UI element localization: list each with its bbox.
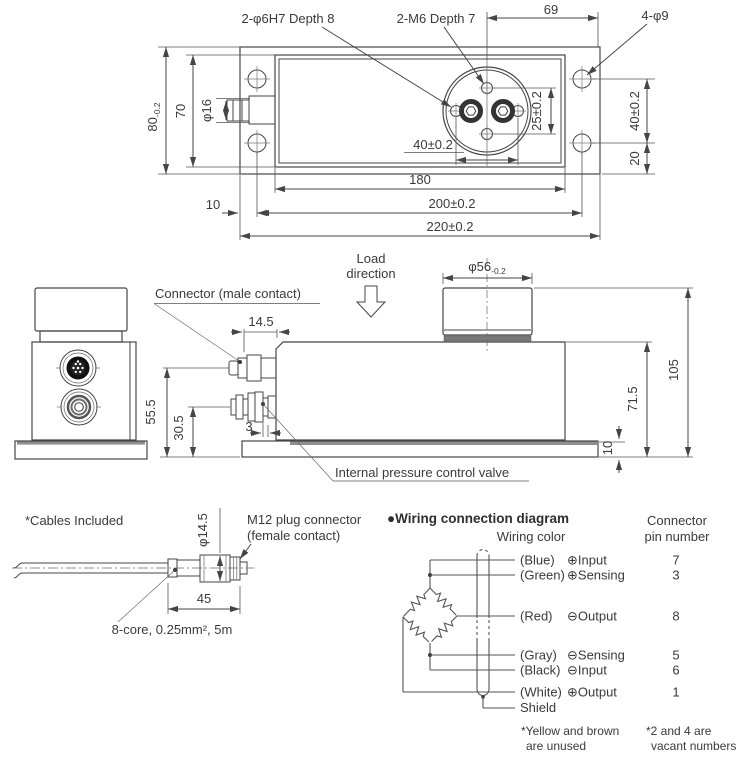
dim-10: 10 [206, 197, 220, 212]
note-unused-line1: *Yellow and brown [521, 724, 619, 738]
dim-40-holes: 40±0.2 [413, 137, 453, 152]
base-plate-side [241, 440, 599, 458]
wire-color: (Black) [520, 663, 560, 678]
dim-10-base: 10 [600, 441, 615, 455]
connector-stub-top [226, 95, 276, 125]
label-pressure-valve: Internal pressure control valve [335, 465, 509, 480]
wire-signal: ⊖Output [567, 609, 617, 624]
dim-40-right: 40±0.2 [627, 91, 642, 131]
wire-color: (Red) [520, 609, 553, 624]
dim-105: 105 [666, 359, 681, 381]
front-view [14, 287, 148, 460]
load-button-circle [442, 58, 532, 166]
dim-phi14-5: φ14.5 [195, 513, 210, 547]
label-tap-holes: 2-M6 Depth 7 [397, 11, 476, 26]
label-m12-plug-line2: (female contact) [247, 528, 340, 543]
dim-phi56: φ56-0.2 [468, 259, 506, 276]
wiring-row: (Gray) ⊖Sensing 5 [520, 648, 680, 663]
dim-30-5: 30.5 [171, 415, 186, 440]
plug-connector [167, 554, 248, 583]
wire-signal: ⊕Input [567, 553, 607, 568]
label-cables-included: *Cables Included [25, 513, 123, 528]
bridge-circuit [402, 587, 458, 643]
wire-signal: ⊕Output [567, 685, 617, 700]
front-valve-icon [57, 388, 101, 426]
dim-25: 25±0.2 [529, 91, 544, 131]
wire-pin: 1 [672, 685, 679, 700]
wire-pin: 7 [672, 553, 679, 568]
label-connector-male: Connector (male contact) [155, 286, 301, 301]
cable-section: *Cables Included φ14.5 45 M12 plug conne… [12, 508, 362, 637]
wire-pin: 6 [672, 663, 679, 678]
wire-signal: ⊖Sensing [567, 648, 625, 663]
col-header-pin-line1: Connector [647, 513, 708, 528]
dim-220: 220±0.2 [427, 219, 474, 234]
note-vacant-line1: *2 and 4 are [646, 724, 712, 738]
wiring-row: (White) ⊕Output 1 [520, 685, 680, 700]
socket-bolt [491, 99, 515, 123]
wiring-row: (Green) ⊕Sensing 3 [520, 568, 680, 583]
note-unused-line2: are unused [526, 739, 586, 753]
wiring-row: (Red) ⊖Output 8 [520, 609, 680, 624]
wire-color: (White) [520, 685, 562, 700]
dim-45: 45 [197, 591, 211, 606]
cable-shield-tube [476, 548, 515, 709]
top-view: φ16 25±0.2 40±0.2 [145, 2, 669, 240]
label-corner-holes: 4-φ9 [641, 8, 668, 23]
note-vacant-line2: vacant numbers [651, 739, 736, 753]
dim-69: 69 [544, 2, 558, 17]
pressure-valve-stub [230, 391, 277, 423]
label-cable-spec: 8-core, 0.25mm², 5m [112, 622, 233, 637]
front-connector-icon [56, 349, 100, 387]
dim-14-5: 14.5 [248, 314, 273, 329]
wire-pin: 5 [672, 648, 679, 663]
dim-180: 180 [409, 172, 431, 187]
wiring-lines [402, 559, 515, 693]
wire-pin: 8 [672, 609, 679, 624]
dim-71-5: 71.5 [625, 386, 640, 411]
label-m12-plug-line1: M12 plug connector [247, 512, 362, 527]
load-direction-arrow-icon [355, 285, 387, 318]
load-direction-line2: direction [346, 266, 395, 281]
wire-color: (Blue) [520, 553, 555, 568]
wire-color: (Green) [520, 568, 565, 583]
dim-70: 70 [173, 104, 188, 118]
body-outline-inner [278, 58, 562, 164]
dim-200: 200±0.2 [429, 196, 476, 211]
dim-55-5: 55.5 [143, 399, 158, 424]
wiring-row: (Black) ⊖Input 6 [520, 663, 680, 678]
load-button-side [442, 287, 533, 336]
label-dowel-holes: 2-φ6H7 Depth 8 [242, 11, 335, 26]
socket-bolt [459, 99, 483, 123]
middle-views: Load direction Connector (male contact) [14, 251, 693, 482]
dim-height: 80-0.2 [145, 102, 162, 131]
load-direction-line1: Load [357, 251, 386, 266]
shield-label: Shield [520, 700, 556, 715]
wiring-diagram: ●Wiring connection diagram Wiring color … [387, 511, 736, 753]
cable-break-icon [13, 562, 23, 579]
side-view [228, 258, 599, 458]
dim-3: 3 [245, 419, 252, 434]
wire-color: (Gray) [520, 648, 557, 663]
dim-20: 20 [627, 151, 642, 165]
col-header-pin-line2: pin number [644, 529, 710, 544]
wiring-row: (Blue) ⊕Input 7 [520, 553, 680, 568]
wiring-title: ●Wiring connection diagram [387, 511, 569, 526]
wire-signal: ⊕Sensing [567, 568, 625, 583]
male-connector-stub [228, 354, 277, 382]
col-header-wiring-color: Wiring color [497, 529, 566, 544]
mounting-plate-outline [239, 46, 601, 175]
dim-phi16: φ16 [199, 99, 214, 122]
wire-pin: 3 [672, 568, 679, 583]
wire-signal: ⊖Input [567, 663, 607, 678]
